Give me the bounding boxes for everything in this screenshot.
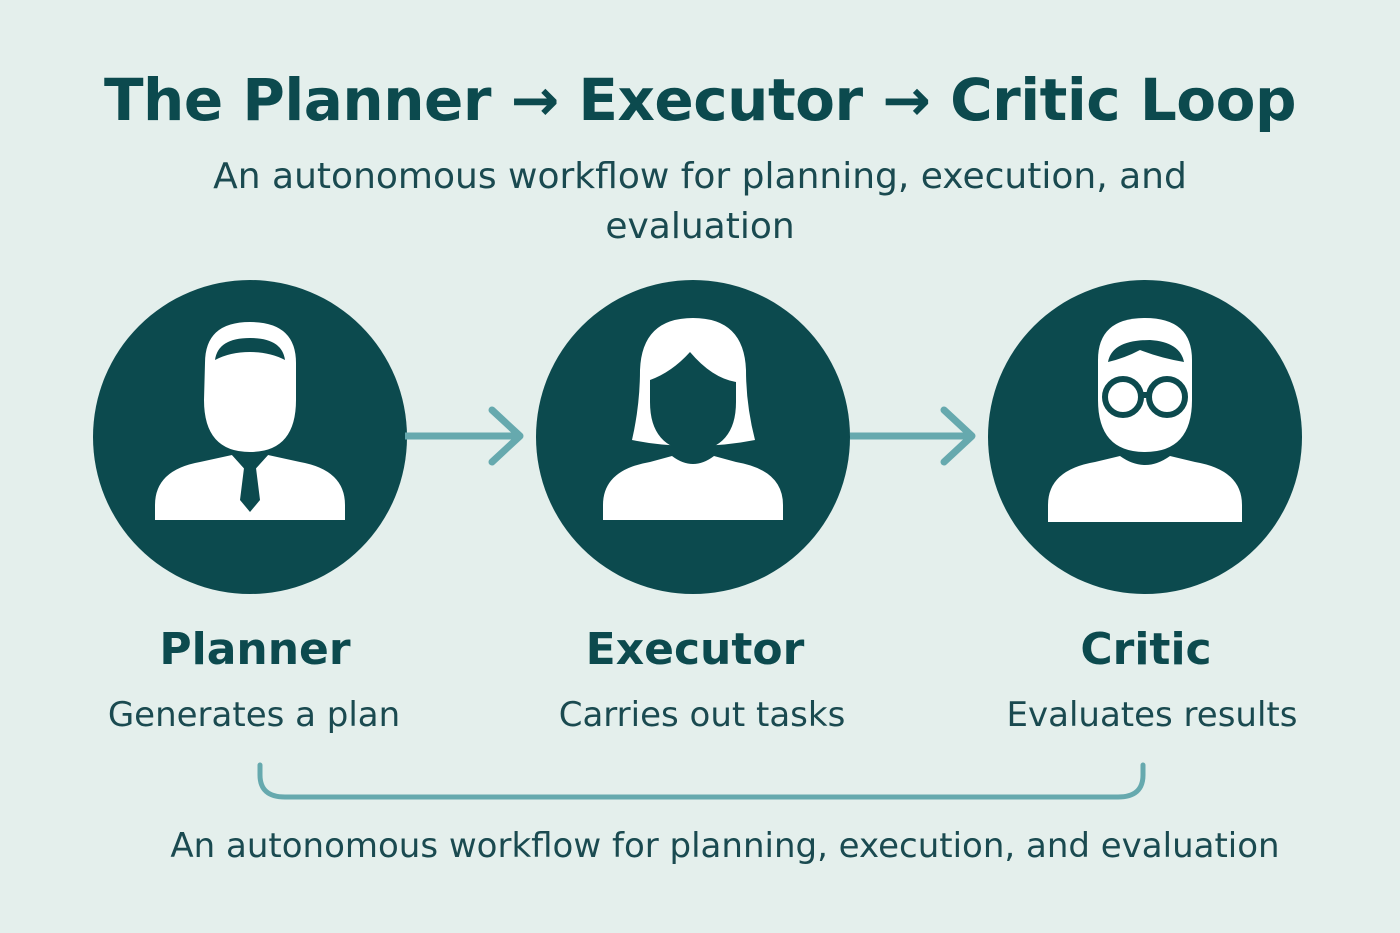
feedback-bracket	[257, 762, 1146, 800]
page-title: The Planner → Executor → Critic Loop	[103, 66, 1297, 134]
executor-node	[536, 280, 850, 594]
planner-node	[93, 280, 407, 594]
executor-label: Executor	[585, 624, 805, 675]
planner-label: Planner	[159, 624, 351, 675]
arrow-executor-to-critic	[850, 406, 976, 466]
woman-icon	[603, 318, 783, 520]
executor-description: Carries out tasks	[558, 695, 846, 735]
page-subtitle: An autonomous workflow for planning, exe…	[213, 156, 1187, 247]
arrow-planner-to-executor	[405, 406, 524, 466]
critic-label: Critic	[1080, 624, 1212, 675]
person-with-glasses-icon	[1048, 318, 1242, 522]
footer-caption: An autonomous workflow for planning, exe…	[170, 826, 1280, 866]
planner-description: Generates a plan	[107, 695, 401, 735]
critic-description: Evaluates results	[1006, 695, 1298, 735]
critic-node	[988, 280, 1302, 594]
